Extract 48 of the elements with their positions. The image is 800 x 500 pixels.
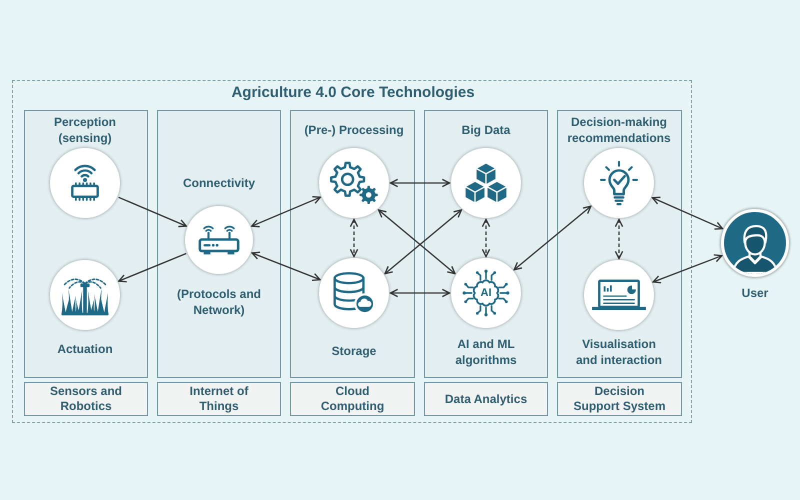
node-label: Connectivity <box>182 175 256 191</box>
node-label: (Protocols and Network) <box>177 286 261 318</box>
column-panel <box>290 110 415 378</box>
node-label: User <box>741 285 769 301</box>
node-label: Perception (sensing) <box>53 114 117 146</box>
icon-circle <box>50 260 120 330</box>
column-panel <box>24 110 148 378</box>
double-headed-arrow <box>390 288 450 298</box>
icon-circle <box>451 148 521 218</box>
double-headed-arrow <box>652 196 724 230</box>
icon-circle <box>451 258 521 328</box>
node-label: (Pre-) Processing <box>304 122 404 138</box>
icon-circle <box>584 148 654 218</box>
column-panel <box>157 110 281 378</box>
node-label: Decision-making recommendations <box>566 114 672 146</box>
category-label: Decision Support System <box>557 382 682 416</box>
dashed-double-headed-arrow <box>614 218 624 260</box>
double-headed-arrow <box>390 178 450 188</box>
title: Agriculture 4.0 Core Technologies <box>231 84 475 102</box>
icon-circle <box>185 206 253 274</box>
node-label: Big Data <box>461 122 511 138</box>
icon-label: AI <box>480 287 492 299</box>
category-label: Data Analytics <box>424 382 548 416</box>
double-headed-arrow <box>652 254 723 284</box>
category-label: Sensors and Robotics <box>24 382 148 416</box>
icon-circle <box>50 148 120 218</box>
avatar-circle <box>721 209 789 277</box>
column-panel <box>424 110 548 378</box>
category-label: Cloud Computing <box>290 382 415 416</box>
double-headed-arrow <box>384 209 462 274</box>
category-label: Internet of Things <box>157 382 281 416</box>
icon-circle <box>319 148 389 218</box>
double-headed-arrow <box>251 196 322 228</box>
node-label: Actuation <box>56 341 114 357</box>
dashed-double-headed-arrow <box>482 218 490 258</box>
icon-circle <box>584 260 654 330</box>
dashed-double-headed-arrow <box>350 218 358 258</box>
node-label: AI and ML algorithms <box>454 336 518 368</box>
icon-circle <box>319 258 389 328</box>
dashed-frame <box>12 80 692 423</box>
double-headed-arrow <box>513 206 592 270</box>
node-label: Visualisation and interaction <box>575 336 663 368</box>
arrow <box>118 196 187 228</box>
arrow <box>118 252 186 282</box>
double-headed-arrow <box>251 252 321 282</box>
double-headed-arrow <box>378 209 456 274</box>
node-label: Storage <box>331 343 377 359</box>
column-panel <box>557 110 682 378</box>
